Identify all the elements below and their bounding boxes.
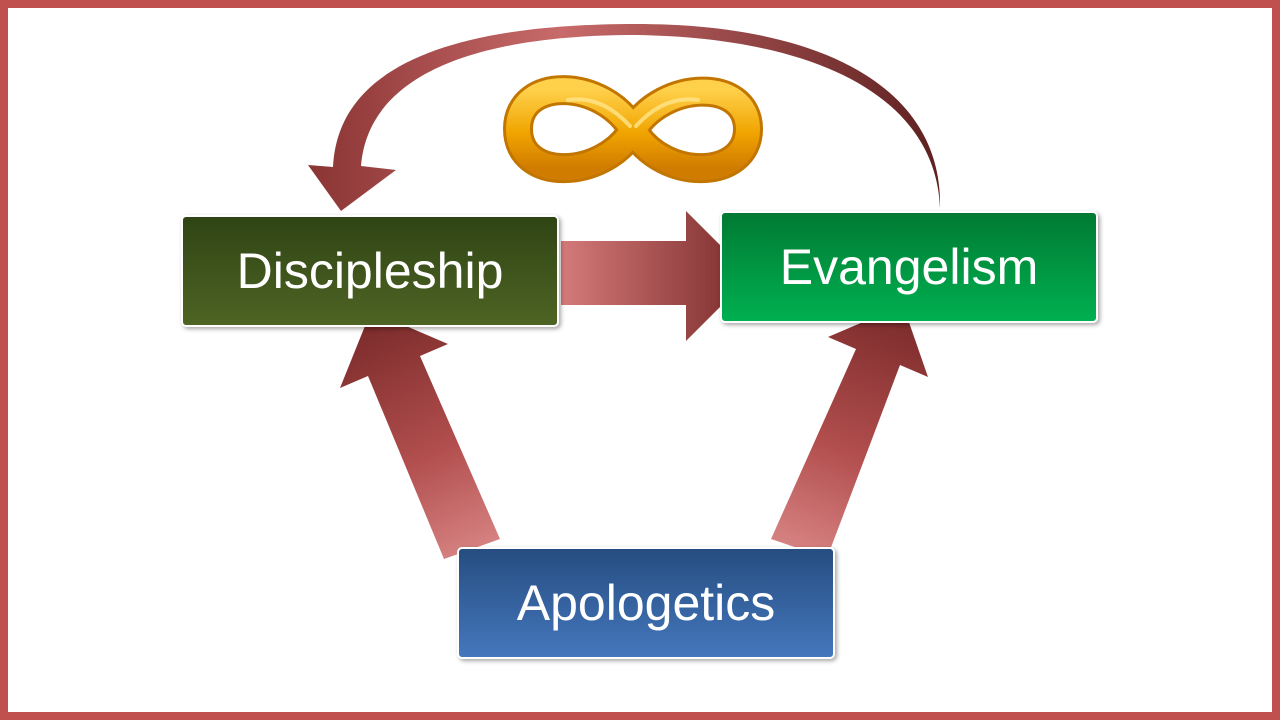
evangelism-box: Evangelism: [720, 211, 1098, 323]
discipleship-box: Discipleship: [181, 215, 559, 327]
discipleship-label: Discipleship: [236, 243, 504, 299]
apologetics-label: Apologetics: [516, 575, 776, 631]
arrow-apologetics-to-evangelism: [771, 305, 928, 558]
evangelism-label: Evangelism: [779, 239, 1039, 295]
diagram-canvas: [308, 24, 941, 559]
infinity-icon: [503, 75, 763, 184]
apologetics-box: Apologetics: [457, 547, 835, 659]
arrow-apologetics-to-discipleship: [340, 311, 500, 559]
arrow-discipleship-to-evangelism: [561, 211, 751, 341]
